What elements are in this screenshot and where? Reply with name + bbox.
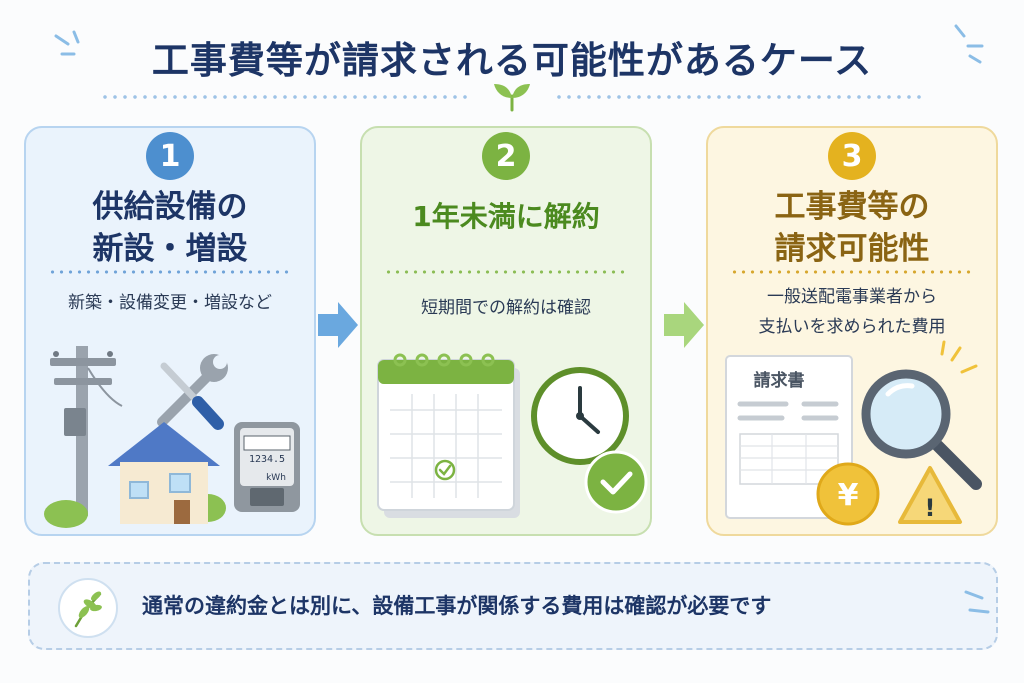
card-subtext: 一般送配電事業者から 支払いを求められた費用 <box>708 282 996 342</box>
card-subtext-line2: 支払いを求められた費用 <box>758 317 946 337</box>
title-divider-right <box>554 95 924 99</box>
card-subtext-line1: 一般送配電事業者から <box>767 287 937 307</box>
card-heading-line2: 請求可能性 <box>774 231 930 267</box>
case-card-1: 1 供給設備の 新設・増設 新築・設備変更・増設など <box>24 126 316 536</box>
footer-note-box: 通常の違約金とは別に、設備工事が関係する費用は確認が必要です <box>28 562 998 650</box>
card-divider <box>384 270 628 274</box>
card-subtext: 短期間での解約は確認 <box>421 298 591 318</box>
card-divider <box>730 270 974 274</box>
sprout-icon <box>494 84 530 112</box>
warning-symbol: ! <box>925 494 936 522</box>
step-number-badge: 2 <box>482 132 530 180</box>
electric-meter-icon <box>234 422 300 512</box>
card1-illustration: 1234.5 kWh <box>44 346 300 528</box>
house-icon <box>108 422 220 524</box>
meter-unit: kWh <box>266 473 286 483</box>
invoice-icon <box>725 355 853 519</box>
magnifier-icon <box>861 369 982 490</box>
sparkle-right-icon <box>954 24 984 64</box>
arrow-right-icon <box>318 302 358 348</box>
warning-icon <box>898 466 962 524</box>
footer-text: 通常の違約金とは別に、設備工事が関係する費用は確認が必要です <box>142 594 772 618</box>
card2-illustration <box>377 353 648 518</box>
sparkle-footer-icon <box>964 590 990 614</box>
case-card-3: 3 工事費等の 請求可能性 一般送配電事業者から 支払いを求められた費用 請求書 <box>706 126 998 536</box>
card-heading: 工事費等の 請求可能性 <box>708 186 996 270</box>
step-number-badge: 3 <box>828 132 876 180</box>
step-number-badge: 1 <box>146 132 194 180</box>
card-subtext: 新築・設備変更・増設など <box>68 293 272 313</box>
clock-icon <box>531 367 629 465</box>
page-title: 工事費等が請求される可能性があるケース <box>151 39 873 82</box>
meter-reading: 1234.5 <box>249 454 285 465</box>
card-heading-line1: 工事費等の <box>774 189 930 225</box>
utility-pole-icon <box>50 346 123 516</box>
card-divider <box>48 270 292 274</box>
card-heading: 1年未満に解約 <box>412 200 600 233</box>
arrow-right-icon <box>664 302 704 348</box>
card-heading: 供給設備の 新設・増設 <box>26 186 314 270</box>
card-heading-line1: 供給設備の <box>92 189 248 225</box>
yen-coin-icon <box>816 462 880 526</box>
title-divider-left <box>100 95 470 99</box>
card3-illustration: 請求書 ¥ ! <box>725 340 982 526</box>
calendar-icon <box>377 353 520 518</box>
sparkle-left-icon <box>54 30 80 56</box>
yen-symbol: ¥ <box>838 478 859 513</box>
invoice-title: 請求書 <box>754 370 805 391</box>
wrench-screwdriver-icon <box>157 354 228 430</box>
leaf-icon <box>74 591 102 628</box>
case-card-2: 2 1年未満に解約 短期間での解約は確認 <box>360 126 652 536</box>
check-icon <box>584 450 648 514</box>
leaf-badge <box>58 578 118 638</box>
card-heading-line2: 新設・増設 <box>92 231 248 267</box>
